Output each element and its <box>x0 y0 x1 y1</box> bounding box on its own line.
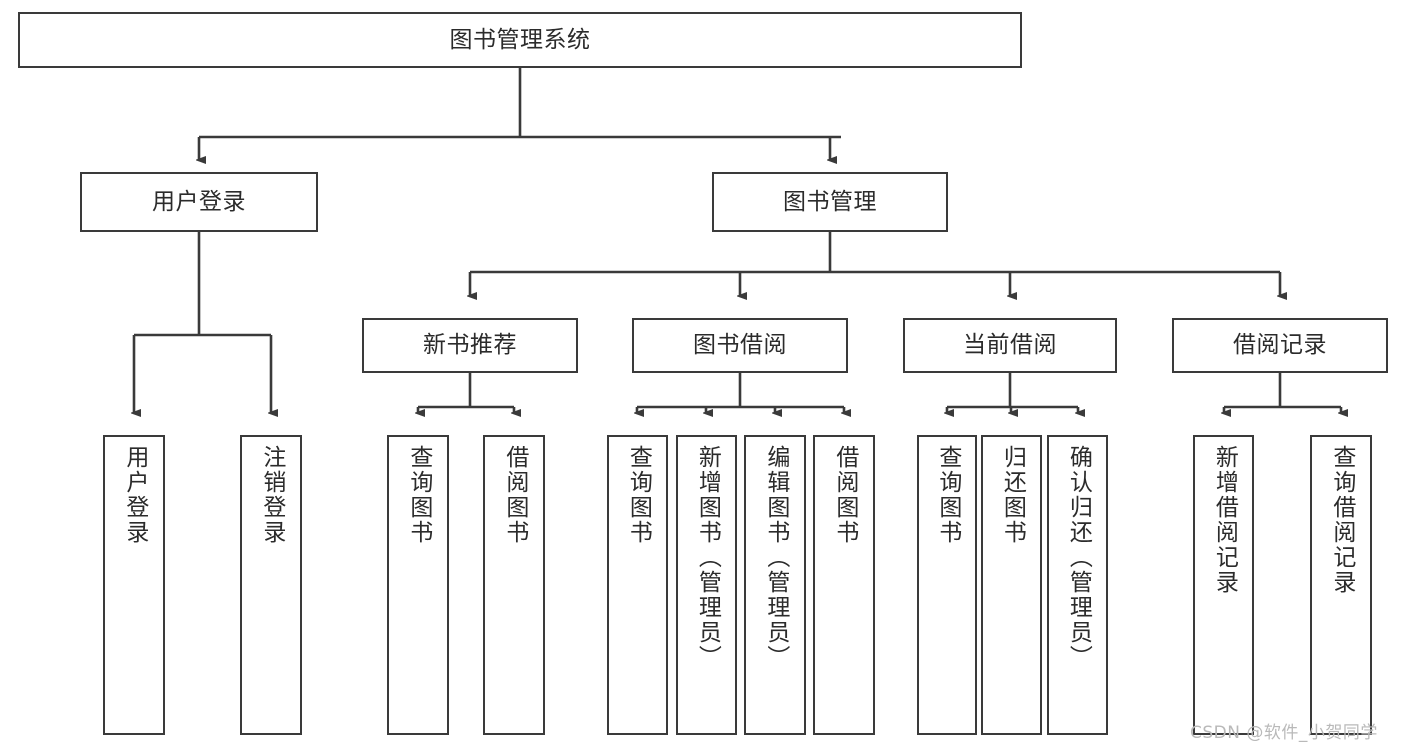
node-book-borrow-label: 图书借阅 <box>693 332 787 359</box>
node-leaf-query-book-recommend[interactable]: 查询图书 <box>387 435 449 735</box>
node-leaf-query-borrow-record-label: 查询借阅记录 <box>1328 445 1355 595</box>
node-leaf-query-book-borrow[interactable]: 查询图书 <box>607 435 668 735</box>
node-borrow-record[interactable]: 借阅记录 <box>1172 318 1388 373</box>
node-leaf-return-book[interactable]: 归还图书 <box>981 435 1042 735</box>
node-root[interactable]: 图书管理系统 <box>18 12 1022 68</box>
node-leaf-user-login-label: 用户登录 <box>121 445 148 545</box>
node-leaf-return-book-label: 归还图书 <box>999 445 1026 545</box>
node-leaf-edit-book-label: 编辑图书（管理员） <box>762 445 789 670</box>
node-current-borrow-label: 当前借阅 <box>963 332 1057 359</box>
node-leaf-borrow-book[interactable]: 借阅图书 <box>813 435 875 735</box>
node-leaf-borrow-book-label: 借阅图书 <box>831 445 858 545</box>
node-book-manage[interactable]: 图书管理 <box>712 172 948 232</box>
node-leaf-query-book-current-label: 查询图书 <box>934 445 961 545</box>
node-leaf-confirm-return-label: 确认归还（管理员） <box>1065 445 1092 670</box>
node-leaf-query-book-current[interactable]: 查询图书 <box>917 435 977 735</box>
node-leaf-confirm-return[interactable]: 确认归还（管理员） <box>1047 435 1108 735</box>
node-leaf-add-book[interactable]: 新增图书（管理员） <box>676 435 737 735</box>
node-leaf-add-borrow-record[interactable]: 新增借阅记录 <box>1193 435 1254 735</box>
node-leaf-user-login[interactable]: 用户登录 <box>103 435 165 735</box>
node-leaf-add-book-label: 新增图书（管理员） <box>694 445 721 670</box>
watermark: CSDN @软件_小贺同学 <box>1190 723 1378 743</box>
node-new-book-recommend[interactable]: 新书推荐 <box>362 318 578 373</box>
node-leaf-add-borrow-record-label: 新增借阅记录 <box>1211 445 1238 595</box>
node-leaf-query-book-recommend-label: 查询图书 <box>405 445 432 545</box>
node-user-login[interactable]: 用户登录 <box>80 172 318 232</box>
node-book-borrow[interactable]: 图书借阅 <box>632 318 848 373</box>
node-leaf-borrow-book-recommend-label: 借阅图书 <box>501 445 528 545</box>
node-user-login-label: 用户登录 <box>152 188 246 215</box>
node-current-borrow[interactable]: 当前借阅 <box>903 318 1117 373</box>
node-borrow-record-label: 借阅记录 <box>1233 332 1327 359</box>
node-leaf-query-book-borrow-label: 查询图书 <box>625 445 652 545</box>
node-root-label: 图书管理系统 <box>449 26 591 53</box>
node-new-book-recommend-label: 新书推荐 <box>423 332 517 359</box>
node-leaf-logout[interactable]: 注销登录 <box>240 435 302 735</box>
node-book-manage-label: 图书管理 <box>783 188 877 215</box>
node-leaf-logout-label: 注销登录 <box>258 445 285 545</box>
node-leaf-borrow-book-recommend[interactable]: 借阅图书 <box>483 435 545 735</box>
node-leaf-edit-book[interactable]: 编辑图书（管理员） <box>744 435 806 735</box>
node-leaf-query-borrow-record[interactable]: 查询借阅记录 <box>1310 435 1372 735</box>
